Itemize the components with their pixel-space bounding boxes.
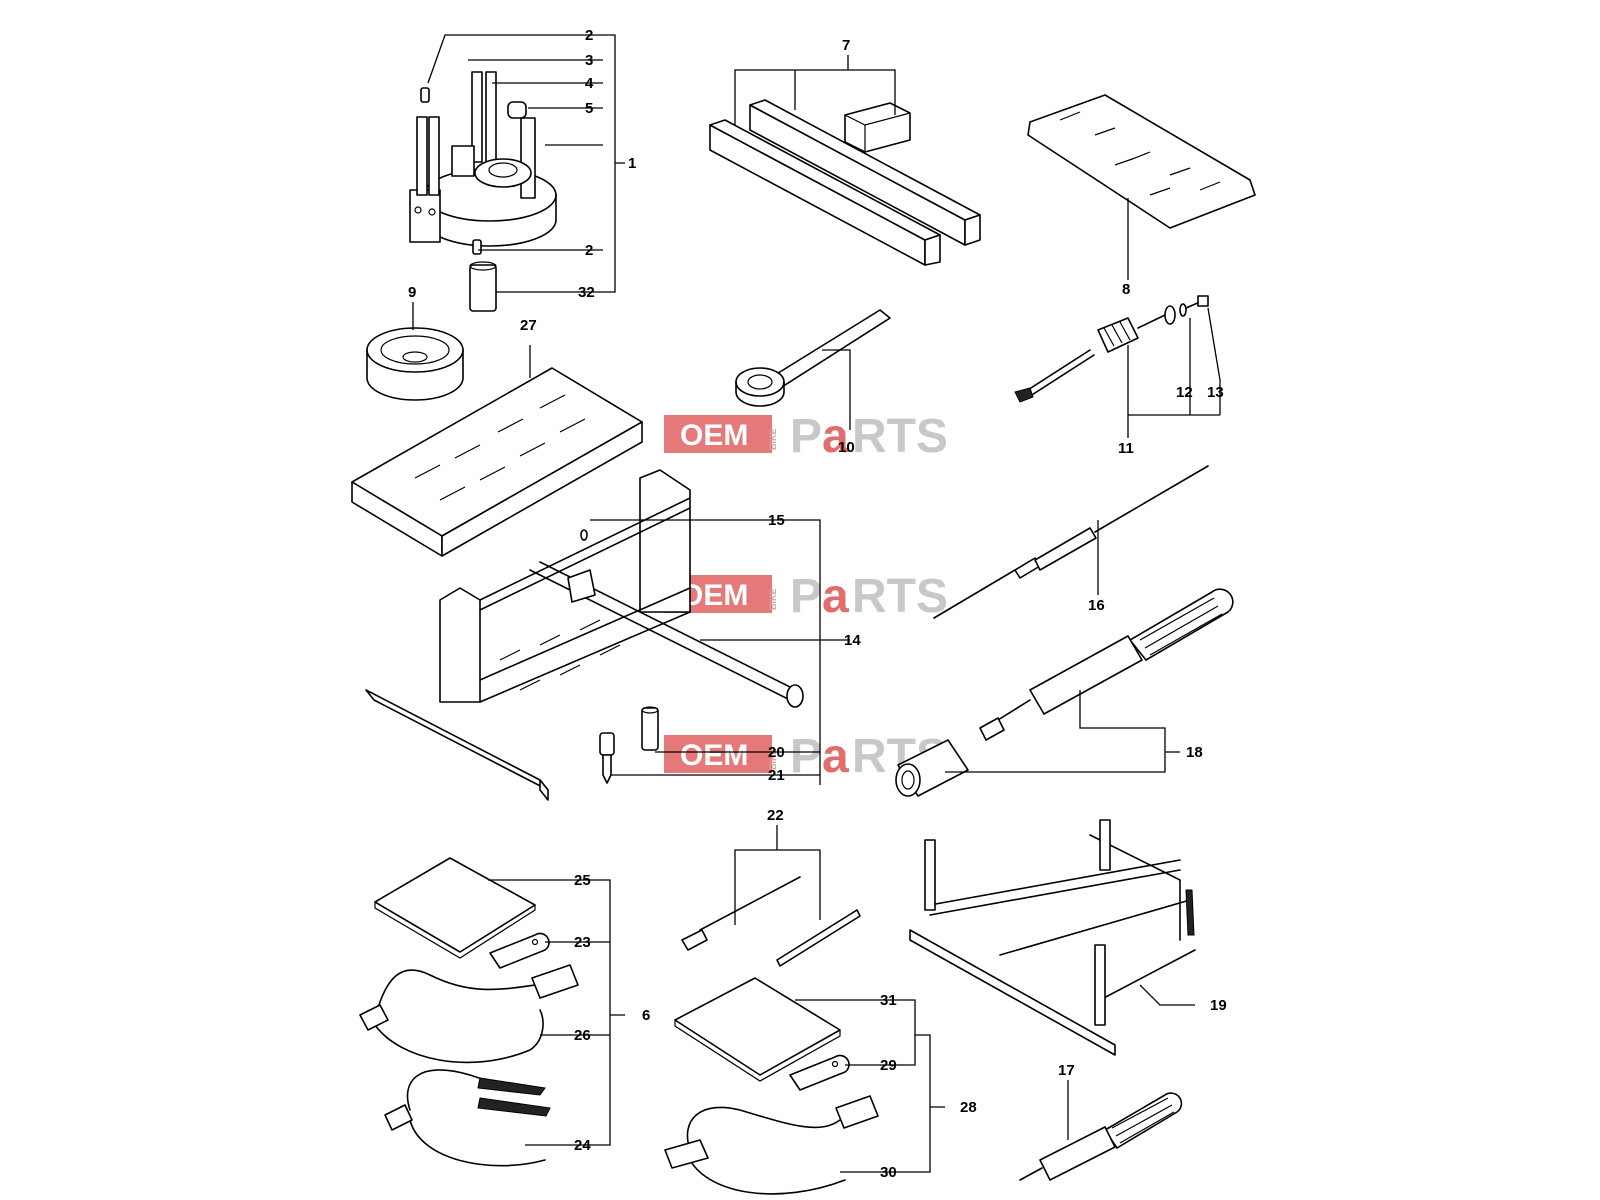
callout-15: 15 xyxy=(768,512,785,529)
callout-26: 26 xyxy=(574,1027,591,1044)
callout-22: 22 xyxy=(767,807,784,824)
callout-32: 32 xyxy=(578,284,595,301)
callout-labels: 2 3 4 5 1 2 32 7 8 9 27 10 12 13 11 15 1… xyxy=(408,27,1227,1181)
callout-27: 27 xyxy=(520,317,537,334)
callout-23: 23 xyxy=(574,934,591,951)
svg-text:OEM: OEM xyxy=(680,739,748,772)
callout-16: 16 xyxy=(1088,597,1105,614)
callout-4: 4 xyxy=(585,75,594,92)
callout-2-top: 2 xyxy=(585,27,593,44)
watermark-1: OEM BIKE P a RTS xyxy=(664,410,948,463)
callout-28: 28 xyxy=(960,1099,977,1116)
part-16-rod xyxy=(933,465,1209,619)
leader-lines xyxy=(412,34,1221,1173)
part-30-cable xyxy=(664,1095,879,1195)
callout-3: 3 xyxy=(585,52,593,69)
callout-8: 8 xyxy=(1122,281,1130,298)
part-11-puller xyxy=(1014,295,1209,403)
svg-text:BIKE: BIKE xyxy=(768,588,778,610)
callout-17: 17 xyxy=(1058,1062,1075,1079)
part-29-usb-key xyxy=(789,1054,850,1091)
svg-text:a: a xyxy=(822,730,849,783)
svg-text:OEM: OEM xyxy=(680,419,748,452)
part-23-usb-key xyxy=(489,932,550,969)
svg-text:a: a xyxy=(822,570,849,623)
svg-text:BIKE: BIKE xyxy=(768,748,778,770)
callout-2-bottom: 2 xyxy=(585,242,593,259)
part-26-cable xyxy=(359,964,579,1064)
callout-13: 13 xyxy=(1207,384,1224,401)
part-17-punch xyxy=(1019,1092,1183,1181)
watermark-2: OEM BIKE P a RTS xyxy=(664,570,948,623)
callout-24: 24 xyxy=(574,1137,591,1154)
svg-text:OEM: OEM xyxy=(680,579,748,612)
svg-text:RTS: RTS xyxy=(852,570,948,623)
callout-6: 6 xyxy=(642,1007,650,1024)
callout-9: 9 xyxy=(408,284,416,301)
part-1-fixture xyxy=(409,71,557,312)
callout-12: 12 xyxy=(1176,384,1193,401)
callout-20: 20 xyxy=(768,744,785,761)
part-19-frame xyxy=(909,819,1196,1056)
part-20-adapter xyxy=(641,706,659,751)
svg-text:P: P xyxy=(790,570,822,623)
callout-21: 21 xyxy=(768,767,785,784)
part-8-plate xyxy=(1027,94,1256,229)
svg-text:P: P xyxy=(790,410,822,463)
callout-25: 25 xyxy=(574,872,591,889)
part-9-cup xyxy=(366,327,464,401)
callout-19: 19 xyxy=(1210,997,1227,1014)
callout-7: 7 xyxy=(842,37,850,54)
svg-text:RTS: RTS xyxy=(852,410,948,463)
part-22-pins xyxy=(681,876,861,967)
part-27-base-plate xyxy=(351,367,643,557)
svg-text:a: a xyxy=(822,410,849,463)
callout-30: 30 xyxy=(880,1164,897,1181)
part-14-stand xyxy=(365,469,804,801)
callout-31: 31 xyxy=(880,992,897,1009)
callout-1: 1 xyxy=(628,155,636,172)
part-31-booklet xyxy=(674,977,841,1082)
part-7-rails xyxy=(709,99,981,266)
callout-11: 11 xyxy=(1118,440,1134,457)
part-18-slide-hammer xyxy=(895,588,1234,797)
callout-10: 10 xyxy=(838,439,855,456)
part-24-cable xyxy=(384,1069,551,1167)
svg-text:BIKE: BIKE xyxy=(768,428,778,450)
part-21-adapter xyxy=(599,732,615,784)
part-10-wrench xyxy=(735,309,891,407)
callout-18: 18 xyxy=(1186,744,1203,761)
part-25-booklet xyxy=(374,857,536,959)
callout-5: 5 xyxy=(585,100,593,117)
svg-text:P: P xyxy=(790,730,822,783)
callout-29: 29 xyxy=(880,1057,897,1074)
callout-14: 14 xyxy=(844,632,861,649)
